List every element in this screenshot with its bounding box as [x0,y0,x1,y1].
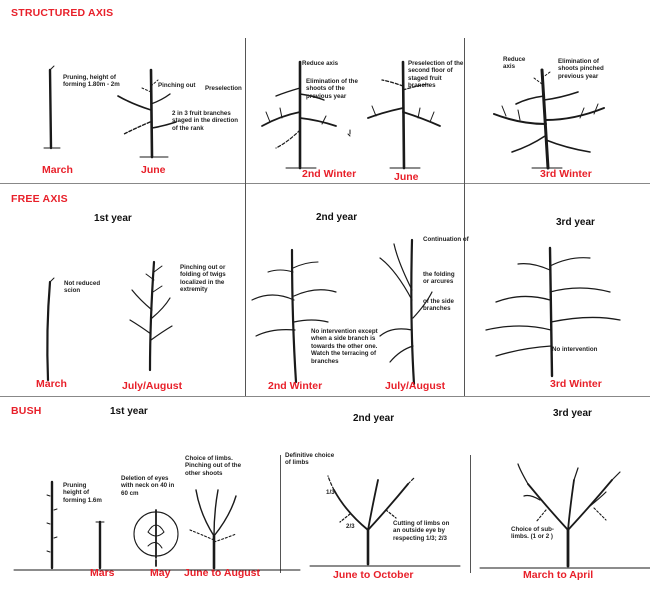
note-elimination-shoots: Elimination of the shoots of the previou… [306,78,358,100]
label-june-to-august: June to August [184,567,261,579]
note-definitive-choice: Definitive choice of limbs [285,452,335,467]
note-no-intervention: No intervention [552,346,598,353]
note-continuation: Continuation of [423,236,469,243]
year-heading-1st: 1st year [110,406,148,417]
divider [245,183,246,396]
note-pinching-folding: Pinching out or folding of twigs localiz… [180,264,226,294]
label-march: March [36,378,67,390]
divider [464,38,465,183]
note-preselection-second-floor: Preselection of the second floor of stag… [408,60,464,90]
note-reduce-axis-3rd: Reduce axis [503,56,526,71]
label-march-to-april: March to April [523,569,594,581]
divider [0,396,650,397]
note-cutting-limbs: Cutting of limbs on an outside eye by re… [393,520,450,542]
label-july-august-2: July/August [385,380,446,392]
year-heading-2nd: 2nd year [316,212,358,223]
note-deletion-eyes: Deletion of eyes with neck on 40 in 60 c… [121,475,175,497]
note-side-branches: of the side branches [423,298,454,313]
label-2nd-winter: 2nd Winter [268,380,323,392]
divider [464,183,465,396]
label-march: March [42,164,73,176]
note-fruit-branches: 2 in 3 fruit branches staged in the dire… [172,110,239,132]
label-june-2: June [394,171,419,183]
divider [0,183,650,184]
note-preselection: Preselection [205,85,242,92]
note-pruning-height-bush: Pruning height of forming 1.6m [63,482,102,504]
note-pruning-height: Pruning, height of forming 1.80m - 2m [63,74,120,89]
note-choice-sub-limbs: Choice of sub-limbs. (1 or 2 ) [511,526,554,541]
label-july-august: July/August [122,380,183,392]
label-may: May [150,567,171,579]
note-not-reduced-scion: Not reduced scion [64,280,101,295]
note-reduce-axis: Reduce axis [302,60,339,67]
note-elimination-pinched: Elimination of shoots pinched previous y… [558,58,604,80]
note-folding-arcures: the folding or arcures [423,271,455,286]
note-pinching-out: Pinching out [158,82,196,89]
label-june: June [141,164,166,176]
label-june-to-october: June to October [333,569,414,581]
section-title-free-axis: FREE AXIS [11,193,68,205]
year-heading-1st: 1st year [94,213,132,224]
divider [245,38,246,183]
label-3rd-winter: 3rd Winter [550,378,602,390]
year-heading-3rd: 3rd year [556,217,595,228]
note-no-intervention-except: No intervention except when a side branc… [311,328,378,365]
note-choice-limbs: Choice of limbs. Pinching out of the oth… [185,455,242,477]
label-3rd-winter: 3rd Winter [540,168,592,180]
label-mars: Mars [90,567,115,579]
section-title-structured-axis: STRUCTURED AXIS [11,7,114,19]
year-heading-3rd: 3rd year [553,408,592,419]
year-heading-2nd: 2nd year [353,413,395,424]
note-two-thirds: 2/3 [346,523,355,530]
section-title-bush: BUSH [11,405,42,417]
divider [470,455,471,573]
note-one-third: 1/3 [326,489,335,496]
label-2nd-winter: 2nd Winter [302,168,357,180]
divider [280,455,281,573]
